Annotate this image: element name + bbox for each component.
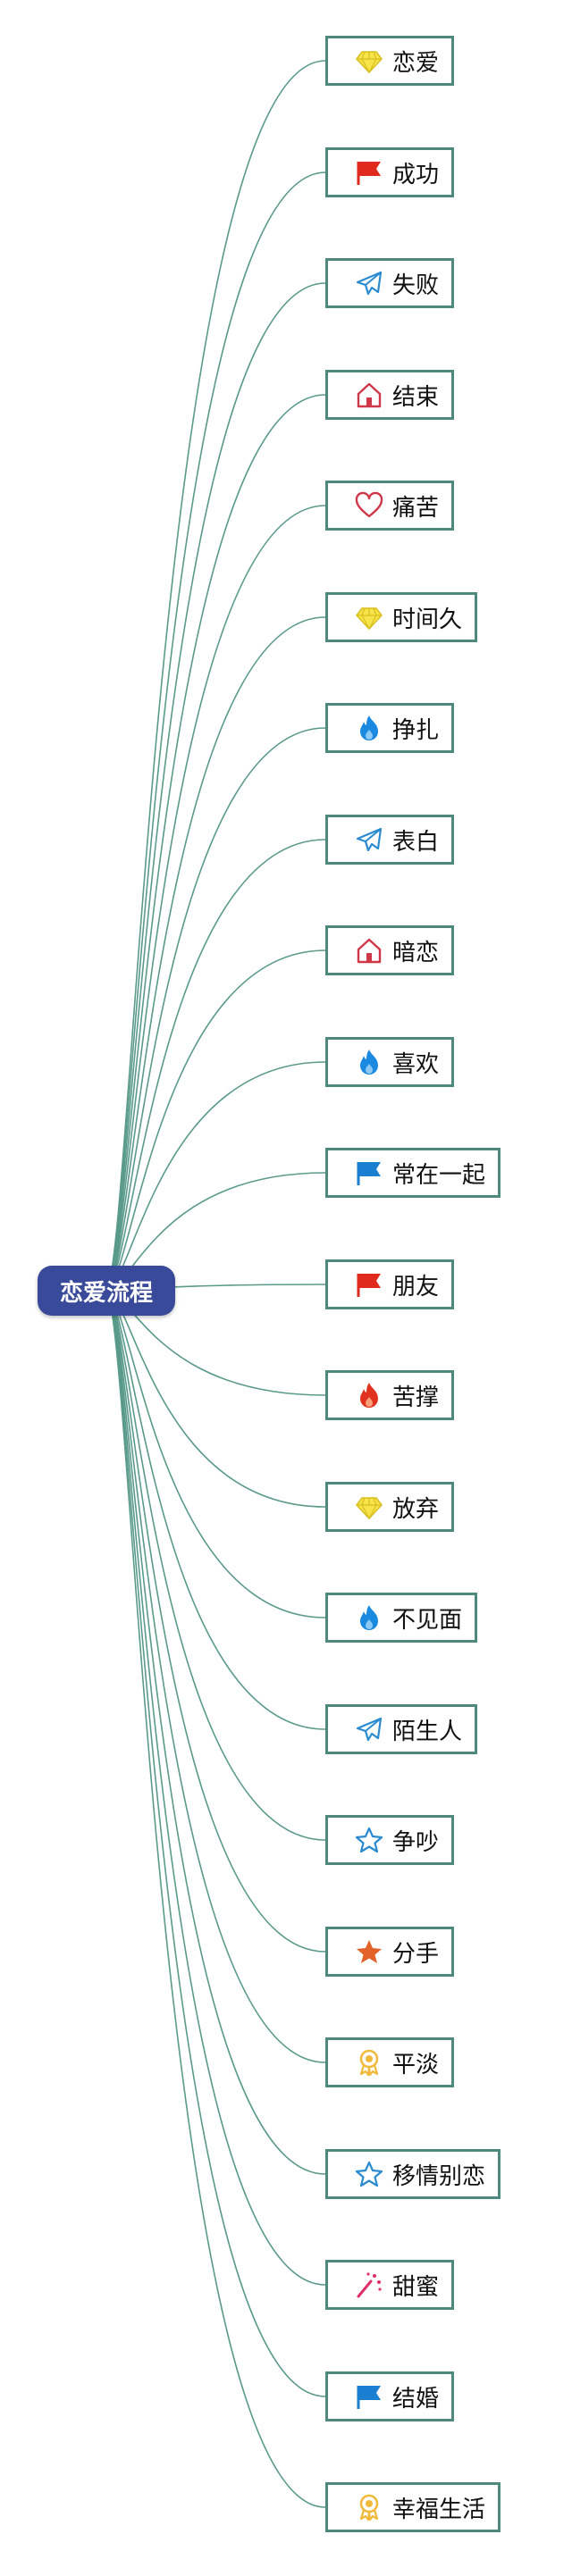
fire-icon [355, 714, 383, 742]
paper-plane-icon [355, 825, 383, 854]
house-icon [355, 381, 383, 409]
flag-icon [355, 158, 383, 187]
topic-label: 挣扎 [392, 716, 440, 744]
topic-node[interactable]: 恋爱 [325, 36, 455, 86]
flag-icon [355, 1158, 383, 1187]
house-icon [355, 936, 383, 965]
connector-line [106, 282, 326, 1292]
connector-line [106, 1290, 326, 2063]
topic-label: 结束 [392, 383, 440, 411]
magic-wand-icon [355, 2271, 383, 2299]
paper-plane-icon [355, 269, 383, 297]
topic-node[interactable]: 不见面 [325, 1593, 478, 1643]
topic-node[interactable]: 甜蜜 [325, 2260, 455, 2310]
connector-line [106, 1290, 326, 1618]
star-outline-icon [355, 1826, 383, 1854]
topic-label: 朋友 [392, 1273, 440, 1301]
connector-line [106, 1290, 326, 1508]
star-icon [355, 1937, 383, 1966]
connector-line [106, 394, 326, 1292]
topic-label: 暗恋 [392, 939, 440, 966]
diamond-icon [355, 46, 383, 75]
connector-line [106, 1290, 326, 2508]
topic-label: 陌生人 [392, 1718, 463, 1745]
topic-node[interactable]: 苦撑 [325, 1370, 455, 1420]
fire-icon [355, 1381, 383, 1409]
topic-label: 恋爱 [392, 49, 440, 77]
connector-line [106, 1290, 326, 1953]
topic-label: 幸福生活 [392, 2496, 486, 2523]
topic-node[interactable]: 时间久 [325, 592, 478, 642]
topic-label: 移情别恋 [392, 2162, 486, 2190]
topic-label: 平淡 [392, 2051, 440, 2078]
award-icon [355, 2493, 383, 2522]
flag-icon [355, 2382, 383, 2411]
topic-label: 时间久 [392, 606, 463, 633]
diamond-icon [355, 1493, 383, 1521]
topic-node[interactable]: 喜欢 [325, 1037, 455, 1087]
connector-line [106, 60, 326, 1292]
topic-node[interactable]: 朋友 [325, 1259, 455, 1309]
award-icon [355, 2048, 383, 2077]
topic-node[interactable]: 成功 [325, 147, 455, 197]
topic-label: 常在一起 [392, 1161, 486, 1189]
topic-node[interactable]: 陌生人 [325, 1704, 478, 1754]
topic-label: 表白 [392, 828, 440, 856]
topic-node[interactable]: 常在一起 [325, 1148, 501, 1198]
topic-node[interactable]: 痛苦 [325, 481, 455, 531]
topic-node[interactable]: 幸福生活 [325, 2482, 501, 2532]
topic-node[interactable]: 挣扎 [325, 703, 455, 753]
topic-node[interactable]: 暗恋 [325, 925, 455, 975]
flag-icon [355, 1270, 383, 1299]
topic-node[interactable]: 表白 [325, 815, 455, 865]
connector-line [106, 1290, 326, 2175]
paper-plane-icon [355, 1715, 383, 1744]
root-node[interactable]: 恋爱流程 [38, 1266, 175, 1316]
topic-label: 痛苦 [392, 494, 440, 522]
topic-label: 喜欢 [392, 1050, 440, 1078]
topic-node[interactable]: 结婚 [325, 2371, 455, 2421]
topic-node[interactable]: 放弃 [325, 1482, 455, 1532]
topic-node[interactable]: 移情别恋 [325, 2149, 501, 2199]
topic-label: 不见面 [392, 1606, 463, 1634]
topic-node[interactable]: 结束 [325, 370, 455, 420]
topic-label: 分手 [392, 1940, 440, 1968]
topic-node[interactable]: 争吵 [325, 1815, 455, 1865]
connector-line [106, 1290, 326, 2286]
topic-label: 放弃 [392, 1495, 440, 1523]
connector-line [106, 616, 326, 1292]
diamond-icon [355, 603, 383, 631]
topic-node[interactable]: 分手 [325, 1927, 455, 1977]
connector-line [106, 727, 326, 1292]
heart-icon [355, 491, 383, 520]
topic-label: 甜蜜 [392, 2273, 440, 2301]
connector-line [106, 171, 326, 1292]
topic-label: 结婚 [392, 2385, 440, 2413]
topic-label: 失败 [392, 272, 440, 299]
topic-label: 争吵 [392, 1828, 440, 1856]
root-label: 恋爱流程 [59, 1279, 153, 1307]
topic-node[interactable]: 平淡 [325, 2037, 455, 2087]
connector-line [106, 1290, 326, 2397]
connector-line [106, 1290, 326, 1730]
topic-node[interactable]: 失败 [325, 258, 455, 308]
connector-line [106, 839, 326, 1292]
connector-line [106, 1290, 326, 1841]
connector-line [106, 505, 326, 1292]
star-outline-icon [355, 2160, 383, 2188]
fire-icon [355, 1603, 383, 1632]
topic-label: 苦撑 [392, 1384, 440, 1411]
topic-label: 成功 [392, 161, 440, 188]
fire-icon [355, 1048, 383, 1076]
